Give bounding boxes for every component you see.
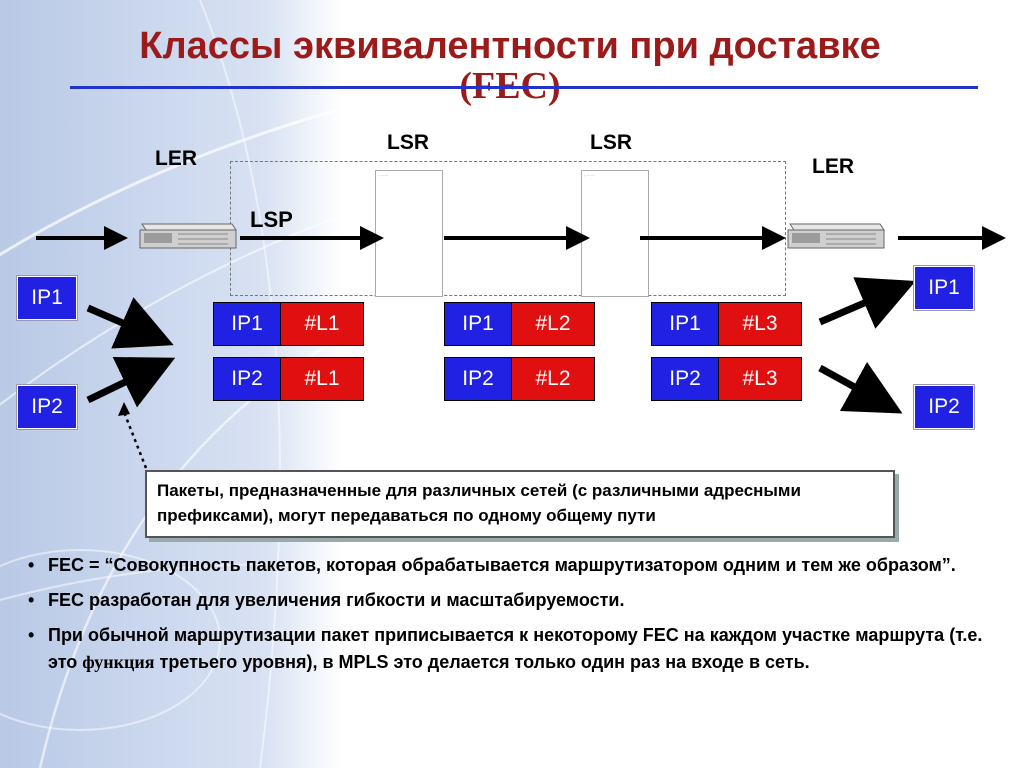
ingress-ip1-box: IP1 (17, 276, 77, 320)
bullet-item: • FEC разработан для увеличения гибкости… (28, 587, 998, 614)
bullet-text: FEC разработан для увеличения гибкости и… (48, 590, 625, 610)
egress-ip2-box: IP2 (914, 385, 974, 429)
arrow-ip1-out (818, 277, 916, 329)
lsr-1-label: LSR (387, 131, 429, 154)
bullet-dot: • (28, 590, 35, 610)
table-3-row-2-label: #L3 (718, 357, 802, 401)
flow-arrows (86, 277, 916, 414)
bullet-dot: • (28, 555, 35, 575)
table-1-row-2-ip: IP2 (213, 357, 281, 401)
arrow-ip2-out (818, 361, 903, 414)
table-1-row-2-label: #L1 (280, 357, 364, 401)
note-callout: Пакеты, предназначенные для различных се… (145, 470, 895, 538)
egress-ip1-box: IP1 (914, 266, 974, 310)
bullet-item: • FEC = “Совокупность пакетов, которая о… (28, 552, 998, 579)
table-1-row-1-label: #L1 (280, 302, 364, 346)
table-1-row-1-ip: IP1 (213, 302, 281, 346)
title-line-1: Классы эквивалентности при доставке (139, 25, 881, 67)
ingress-ip2-box: IP2 (17, 385, 77, 429)
ler-right-label: LER (812, 155, 854, 178)
table-2-row-2-label: #L2 (511, 357, 595, 401)
table-2-row-1-ip: IP1 (444, 302, 512, 346)
table-3-row-1-label: #L3 (718, 302, 802, 346)
title-underline (70, 86, 978, 89)
lsr-2-node: ▫ ······ (581, 170, 649, 297)
note-pointer (118, 402, 148, 469)
bullet-item: • При обычной маршрутизации пакет припис… (28, 622, 998, 676)
bullet-list: • FEC = “Совокупность пакетов, которая о… (28, 552, 998, 684)
lsr-2-label: LSR (590, 131, 632, 154)
table-3-row-1-ip: IP1 (651, 302, 719, 346)
ler-left-label: LER (155, 147, 197, 170)
bullet-dot: • (28, 625, 35, 645)
table-3-row-2-ip: IP2 (651, 357, 719, 401)
arrow-ip2-in (86, 356, 176, 408)
bullet-text: FEC = “Совокупность пакетов, которая обр… (48, 555, 956, 575)
ler-left-router-icon (139, 223, 237, 249)
ler-right-router-icon (787, 223, 885, 249)
arrow-ip1-in (86, 297, 174, 349)
bullet-text-part-2: третьего уровня), в MPLS это делается то… (154, 652, 810, 672)
bullet-text-part-1: При обычной маршрутизации пакет приписыв… (48, 625, 983, 672)
table-2-row-1-label: #L2 (511, 302, 595, 346)
bullet-text-serif: функция (82, 652, 155, 672)
table-2-row-2-ip: IP2 (444, 357, 512, 401)
lsp-label: LSP (250, 207, 293, 232)
